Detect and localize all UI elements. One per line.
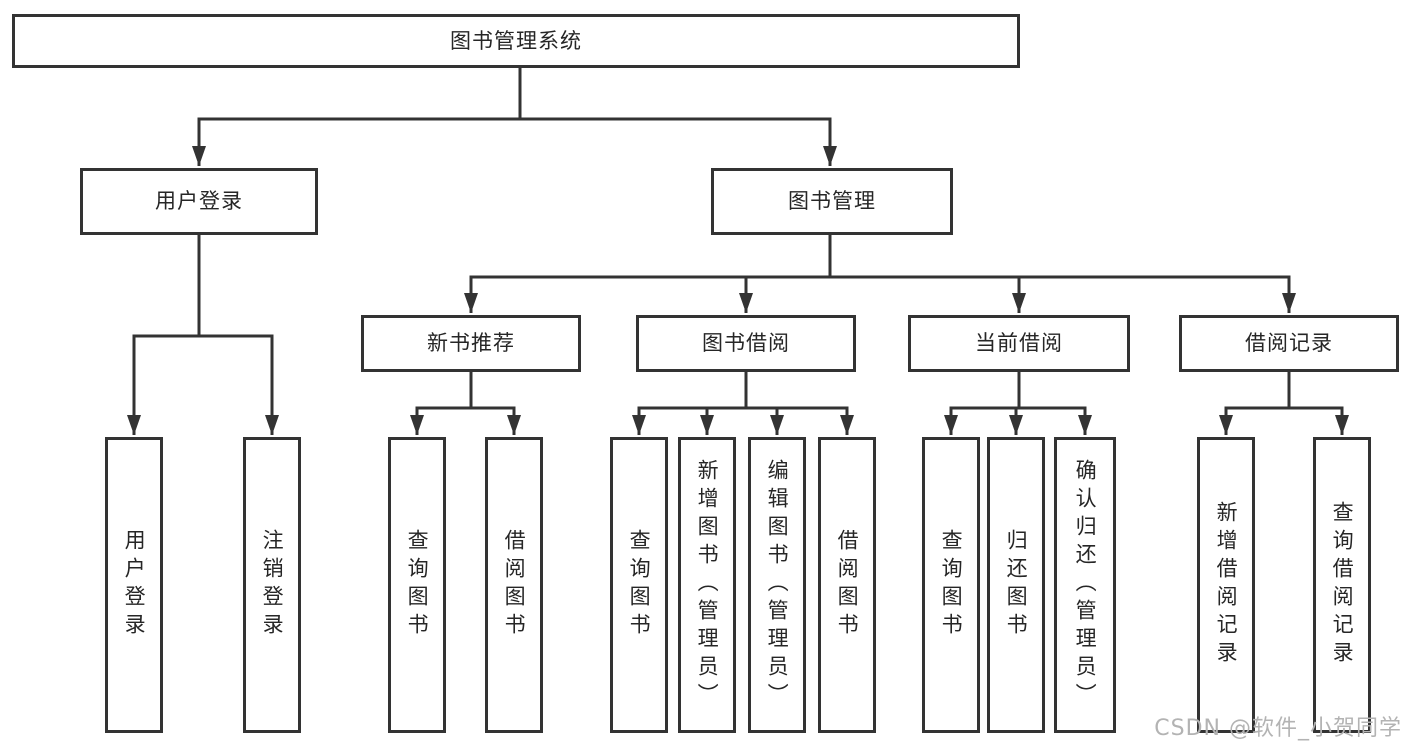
watermark: CSDN @软件_小贺同学: [1154, 716, 1402, 741]
leaf-borrow-books: 借阅图书: [818, 437, 876, 733]
leaf-query-books-borrowing: 查询图书: [610, 437, 668, 733]
leaf-user-login: 用户登录: [105, 437, 163, 733]
node-label: 图书管理系统: [450, 28, 582, 53]
leaf-add-books-admin: 新增图书（管理员）: [678, 437, 736, 733]
node-label: 借阅记录: [1245, 331, 1333, 355]
node-label: 当前借阅: [975, 331, 1063, 355]
leaf-query-books-current: 查询图书: [922, 437, 980, 733]
leaf-query-books-recommend: 查询图书: [388, 437, 446, 733]
node-label: 确认归还（管理员）: [1073, 459, 1098, 711]
node-label: 注销登录: [260, 529, 285, 641]
node-label: 图书借阅: [702, 331, 790, 355]
leaf-edit-books-admin: 编辑图书（管理员）: [748, 437, 806, 733]
node-label: 借阅图书: [835, 529, 860, 641]
node-label: 查询借阅记录: [1330, 501, 1355, 669]
node-label: 查询图书: [939, 529, 964, 641]
leaf-borrow-books-recommend: 借阅图书: [485, 437, 543, 733]
node-label: 借阅图书: [502, 529, 527, 641]
node-label: 用户登录: [122, 529, 147, 641]
node-label: 用户登录: [155, 189, 243, 213]
leaf-add-borrow-record: 新增借阅记录: [1197, 437, 1255, 733]
node-library-management-system: 图书管理系统: [12, 14, 1020, 68]
node-label: 查询图书: [405, 529, 430, 641]
leaf-logout: 注销登录: [243, 437, 301, 733]
node-label: 图书管理: [788, 189, 876, 213]
leaf-return-books: 归还图书: [987, 437, 1045, 733]
node-label: 新增图书（管理员）: [695, 459, 720, 711]
node-borrowing-records: 借阅记录: [1179, 315, 1399, 372]
node-label: 查询图书: [627, 529, 652, 641]
node-book-borrowing: 图书借阅: [636, 315, 856, 372]
node-label: 编辑图书（管理员）: [765, 459, 790, 711]
node-new-book-recommendation: 新书推荐: [361, 315, 581, 372]
node-book-management: 图书管理: [711, 168, 953, 235]
leaf-confirm-return-admin: 确认归还（管理员）: [1054, 437, 1116, 733]
node-label: 新书推荐: [427, 331, 515, 355]
node-label: 归还图书: [1004, 529, 1029, 641]
node-label: 新增借阅记录: [1214, 501, 1239, 669]
node-current-borrowing: 当前借阅: [908, 315, 1130, 372]
leaf-query-borrow-record: 查询借阅记录: [1313, 437, 1371, 733]
node-user-login: 用户登录: [80, 168, 318, 235]
